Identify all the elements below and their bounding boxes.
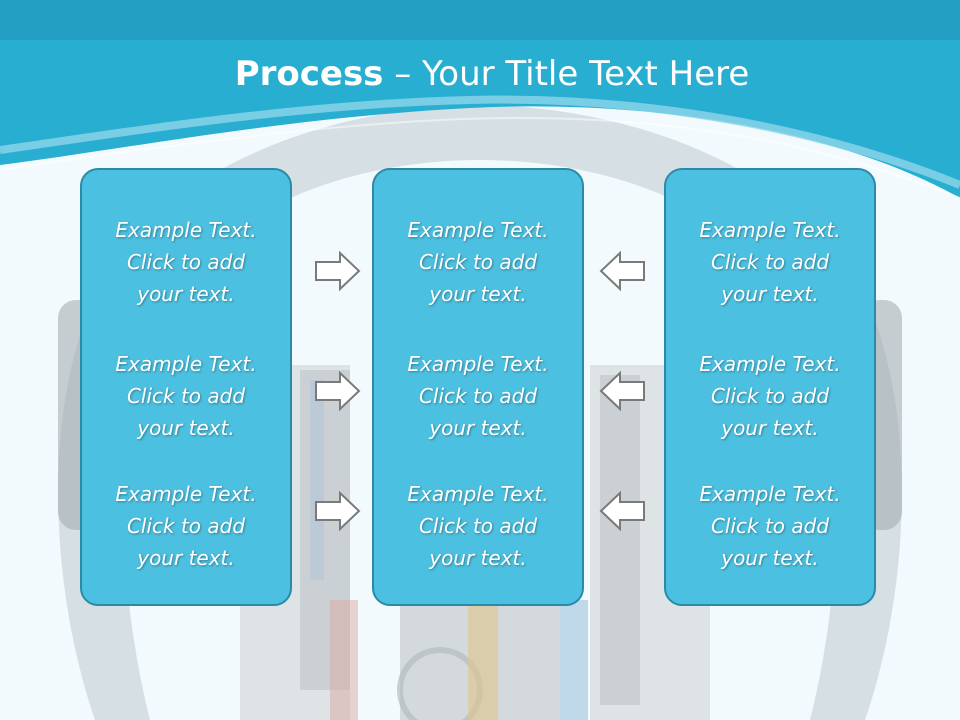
arrow-right-icon xyxy=(315,250,361,292)
arrow-right-icon xyxy=(315,490,361,532)
text-item[interactable]: Example Text. Click to add your text. xyxy=(407,352,549,440)
text-item[interactable]: Example Text. Click to add your text. xyxy=(115,218,257,306)
text-item[interactable]: Example Text. Click to add your text. xyxy=(407,218,549,306)
text-item[interactable]: Example Text. Click to add your text. xyxy=(115,352,257,440)
text-item[interactable]: Example Text. Click to add your text. xyxy=(699,352,841,440)
page-title: Process – Your Title Text Here xyxy=(0,52,960,96)
process-box-right[interactable]: Example Text. Click to add your text. Ex… xyxy=(664,168,876,606)
text-item[interactable]: Example Text. Click to add your text. xyxy=(699,218,841,306)
title-bold: Process xyxy=(234,54,384,94)
arrow-left-icon xyxy=(599,250,645,292)
arrow-left-icon xyxy=(599,370,645,412)
text-item[interactable]: Example Text. Click to add your text. xyxy=(407,482,549,570)
arrow-right-icon xyxy=(315,370,361,412)
process-box-left[interactable]: Example Text. Click to add your text. Ex… xyxy=(80,168,292,606)
title-rest: – Your Title Text Here xyxy=(383,54,750,94)
text-item[interactable]: Example Text. Click to add your text. xyxy=(115,482,257,570)
process-box-middle[interactable]: Example Text. Click to add your text. Ex… xyxy=(372,168,584,606)
arrow-left-icon xyxy=(599,490,645,532)
text-item[interactable]: Example Text. Click to add your text. xyxy=(699,482,841,570)
